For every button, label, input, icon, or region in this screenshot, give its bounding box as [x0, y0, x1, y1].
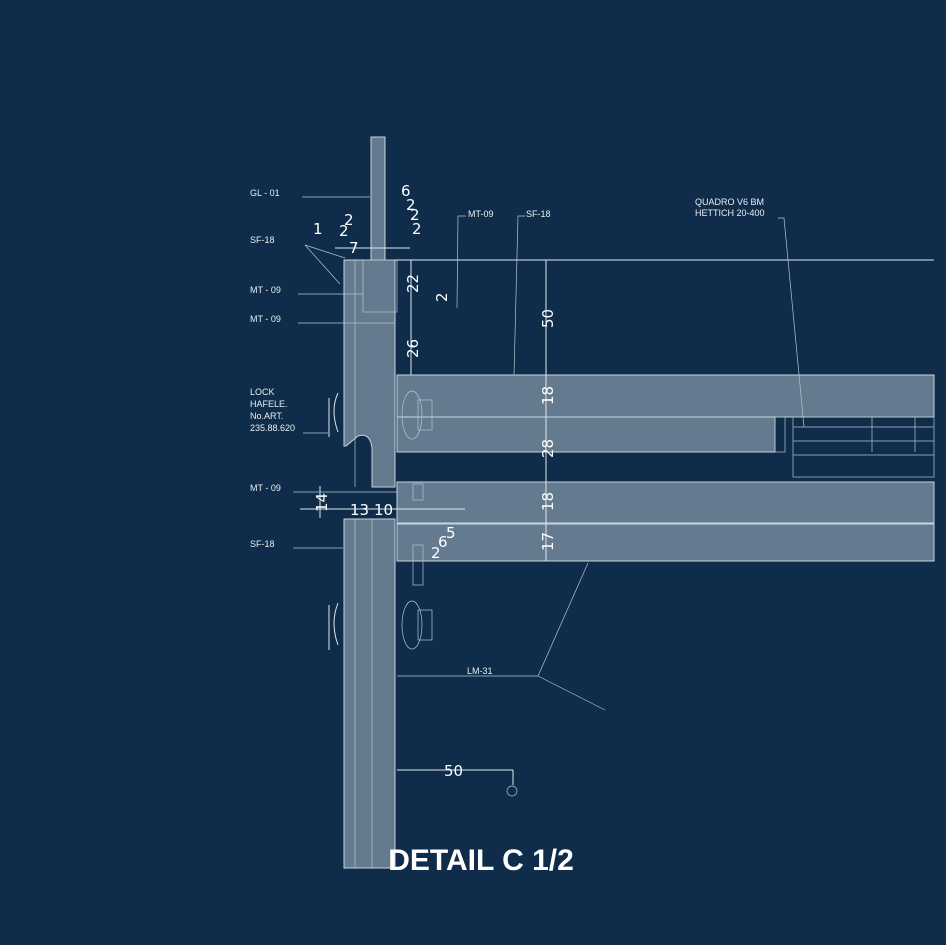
lower-side-panel — [343, 518, 396, 869]
dim-18-b: 18 — [539, 492, 557, 511]
section-marker-circle — [506, 785, 518, 797]
dim-top-2e: 2 — [412, 220, 422, 238]
dim-22: 22 — [404, 274, 422, 293]
dim-top-7: 7 — [349, 239, 359, 257]
dim-top-2d: 2 — [410, 206, 420, 224]
glass-channel-profile — [362, 259, 398, 313]
dim-5: 5 — [446, 524, 456, 542]
leader-lines — [293, 196, 805, 711]
drawer-runner-hardware — [774, 416, 935, 478]
dim-14: 14 — [313, 493, 331, 512]
upper-side-panel — [343, 259, 396, 488]
dim-50-horizontal: 50 — [444, 762, 463, 780]
label-lock-1: LOCK — [250, 387, 275, 397]
lock-hardware — [328, 390, 433, 650]
dim-18-a: 18 — [539, 386, 557, 405]
dim-26: 26 — [404, 339, 422, 358]
dim-50-vertical: 50 — [539, 309, 557, 328]
label-lock-4: 235.88.620 — [250, 423, 295, 433]
dim-top-6: 6 — [401, 182, 411, 200]
label-mt09-b: MT - 09 — [250, 314, 281, 324]
label-sf18-bottom: SF-18 — [250, 539, 275, 549]
dim-top-2c: 2 — [406, 196, 416, 214]
label-sf18-top: SF-18 — [250, 235, 275, 245]
label-lock-2: HAFELE. — [250, 399, 288, 409]
shelf-panel-4 — [396, 523, 935, 562]
dim-top-1: 1 — [313, 220, 323, 238]
label-sf18-top2: SF-18 — [526, 209, 551, 219]
label-lm31: LM-31 — [467, 666, 493, 676]
label-mt09-top: MT-09 — [468, 209, 494, 219]
dim-17: 17 — [539, 532, 557, 551]
dim-13: 13 — [350, 501, 369, 519]
shelf-panel-1 — [396, 374, 935, 418]
shelf-panel-3 — [396, 481, 935, 524]
label-hardware-1: QUADRO V6 BM — [695, 197, 764, 207]
drawing-title: DETAIL C 1/2 — [388, 844, 574, 877]
label-gl01: GL - 01 — [250, 188, 280, 198]
label-mt09-a: MT - 09 — [250, 285, 281, 295]
dim-top-2a: 2 — [339, 222, 349, 240]
dim-6: 6 — [438, 533, 448, 551]
dim-2: 2 — [433, 292, 451, 302]
shelf-panel-2 — [396, 416, 776, 453]
dim-top-2b: 2 — [344, 211, 354, 229]
dim-28: 28 — [539, 439, 557, 458]
dim-10: 10 — [374, 501, 393, 519]
dim-2-small: 2 — [431, 544, 441, 562]
label-mt09-c: MT - 09 — [250, 483, 281, 493]
label-hardware-2: HETTICH 20-400 — [695, 208, 765, 218]
label-lock-3: No.ART. — [250, 411, 283, 421]
